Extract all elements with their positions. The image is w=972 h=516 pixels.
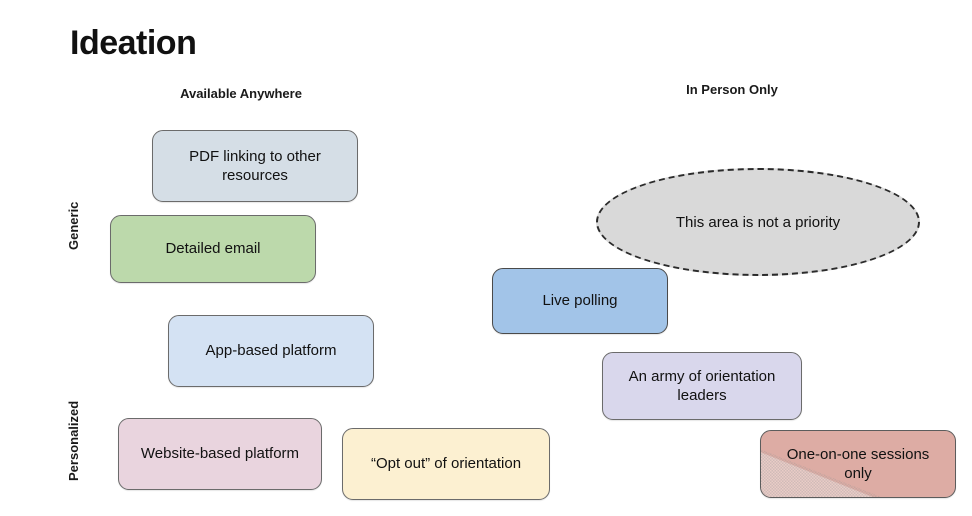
idea-card-army-of-orientation-leaders[interactable]: An army of orientation leaders bbox=[602, 352, 802, 420]
page-title: Ideation bbox=[70, 24, 197, 62]
idea-card-detailed-email[interactable]: Detailed email bbox=[110, 215, 316, 283]
row-label-generic: Generic bbox=[66, 201, 81, 250]
column-header-in-person-only: In Person Only bbox=[686, 82, 778, 97]
zone-label: This area is not a priority bbox=[675, 213, 841, 231]
idea-card-label: One-on-one sessions only bbox=[786, 445, 930, 482]
idea-card-label: An army of orientation leaders bbox=[628, 367, 776, 404]
idea-card-label: App-based platform bbox=[205, 342, 337, 360]
idea-card-website-based-platform[interactable]: Website-based platform bbox=[118, 418, 322, 490]
idea-card-label: Website-based platform bbox=[140, 445, 300, 463]
idea-card-label: Detailed email bbox=[165, 240, 261, 258]
idea-card-one-on-one-sessions[interactable]: One-on-one sessions only bbox=[760, 430, 956, 498]
idea-card-live-polling[interactable]: Live polling bbox=[492, 268, 668, 334]
idea-card-label: PDF linking to other resources bbox=[189, 147, 321, 184]
row-label-personalized: Personalized bbox=[66, 400, 81, 481]
idea-card-opt-out-of-orientation[interactable]: “Opt out” of orientation bbox=[342, 428, 550, 500]
zone-not-a-priority: This area is not a priority bbox=[596, 168, 920, 276]
idea-card-pdf-linking[interactable]: PDF linking to other resources bbox=[152, 130, 358, 202]
idea-card-label: “Opt out” of orientation bbox=[370, 455, 522, 473]
column-header-available-anywhere: Available Anywhere bbox=[180, 86, 302, 101]
idea-card-app-based-platform[interactable]: App-based platform bbox=[168, 315, 374, 387]
idea-card-label: Live polling bbox=[542, 292, 618, 310]
